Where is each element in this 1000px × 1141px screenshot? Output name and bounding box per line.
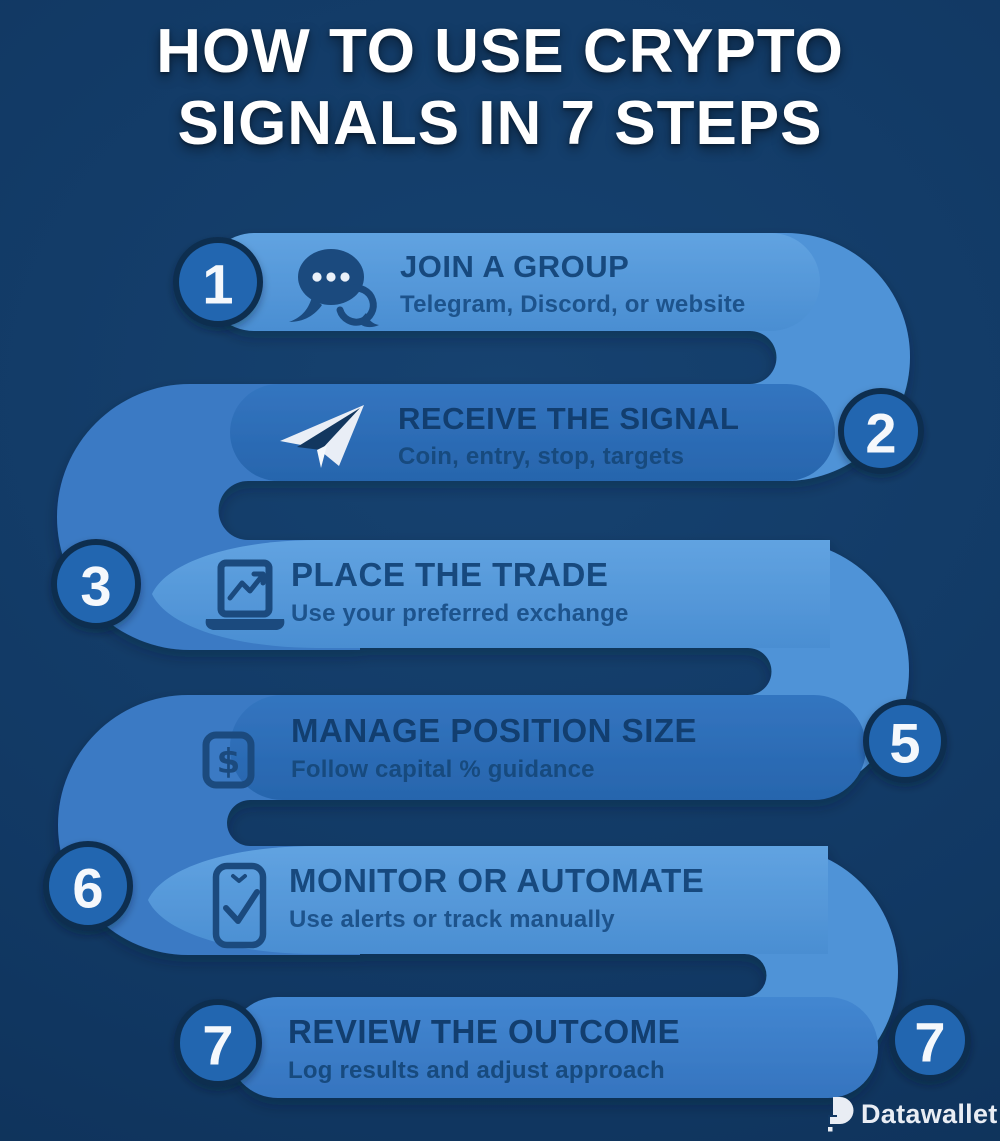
paper-plane-icon	[280, 405, 364, 468]
step-1-text: JOIN A GROUP Telegram, Discord, or websi…	[400, 249, 746, 319]
step-badge-2: 2	[838, 388, 924, 474]
step-badge-3: 3	[51, 539, 141, 629]
datawallet-d-icon	[828, 1097, 854, 1132]
snake-body	[57, 233, 910, 1098]
page-title-line-1: HOW TO USE CRYPTO	[156, 17, 844, 86]
step-badge-5: 6	[43, 841, 133, 931]
step-3-text: PLACE THE TRADE Use your preferred excha…	[291, 556, 629, 628]
step-3-subtitle: Use your preferred exchange	[291, 600, 629, 628]
step-band-1	[205, 233, 820, 331]
step-band-4	[230, 695, 866, 800]
step-4-heading: MANAGE POSITION SIZE	[291, 712, 698, 749]
step-6-text: REVIEW THE OUTCOME Log results and adjus…	[288, 1013, 681, 1085]
step-1-heading: JOIN A GROUP	[400, 249, 630, 284]
step-badge-4-number: 5	[889, 712, 920, 775]
step-badge-4: 5	[863, 699, 947, 783]
step-2-heading: RECEIVE THE SIGNAL	[398, 401, 740, 436]
step-badge-6-right-number: 7	[914, 1011, 945, 1074]
step-3-heading: PLACE THE TRADE	[291, 556, 609, 593]
svg-text:$: $	[217, 742, 241, 782]
dollar-card-icon: $	[202, 731, 255, 789]
step-badge-1-number: 1	[202, 253, 233, 316]
step-5-heading: MONITOR OR AUTOMATE	[289, 862, 705, 899]
step-4-text: MANAGE POSITION SIZE Follow capital % gu…	[291, 712, 698, 784]
step-5-subtitle: Use alerts or track manually	[289, 906, 615, 934]
phone-check-icon	[212, 862, 267, 949]
step-badge-3-number: 3	[80, 555, 111, 618]
step-badge-1: 1	[173, 237, 263, 327]
step-6-subtitle: Log results and adjust approach	[288, 1057, 665, 1085]
step-badge-6-left: 7	[174, 999, 262, 1087]
laptop-chart-icon	[205, 559, 285, 630]
step-band-5	[148, 846, 828, 954]
page-title: HOW TO USE CRYPTO SIGNALS IN 7 STEPS	[0, 16, 1000, 160]
step-1-subtitle: Telegram, Discord, or website	[400, 291, 746, 319]
brand-name: Datawallet	[861, 1098, 998, 1129]
step-band-2	[230, 384, 835, 481]
page-title-line-2: SIGNALS IN 7 STEPS	[177, 88, 823, 158]
brand-logo: Datawallet	[828, 1096, 998, 1132]
step-band-3	[152, 540, 830, 648]
step-badge-6-right: 7	[889, 999, 971, 1081]
step-band-6	[228, 997, 878, 1098]
step-5-text: MONITOR OR AUTOMATE Use alerts or track …	[289, 862, 705, 934]
chat-bubbles-icon	[289, 249, 379, 328]
step-6-heading: REVIEW THE OUTCOME	[288, 1013, 681, 1050]
step-icons: $	[202, 249, 379, 949]
step-badge-6-left-number: 7	[202, 1014, 233, 1077]
step-badge-2-number: 2	[865, 402, 896, 465]
step-2-text: RECEIVE THE SIGNAL Coin, entry, stop, ta…	[398, 401, 740, 471]
step-badge-5-number: 6	[72, 857, 103, 920]
step-2-subtitle: Coin, entry, stop, targets	[398, 443, 685, 471]
step-4-subtitle: Follow capital % guidance	[291, 756, 595, 784]
